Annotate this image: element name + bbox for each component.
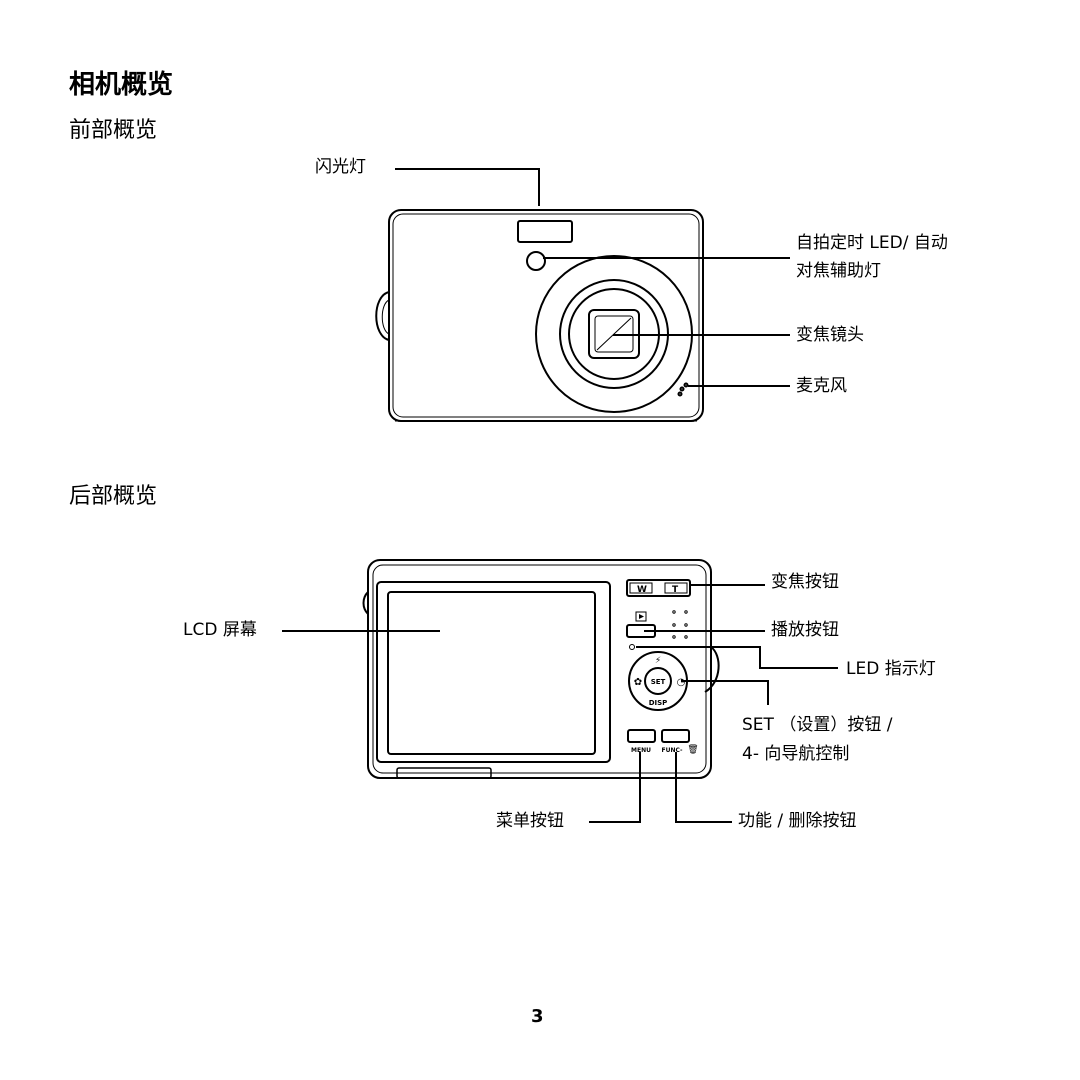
back-grip xyxy=(704,646,720,693)
self-timer-lamp xyxy=(526,251,546,271)
lcd-screen xyxy=(387,591,596,755)
menu-button xyxy=(627,729,656,743)
set-button-mark: SET xyxy=(651,678,666,686)
microphone-label: 麦克风 xyxy=(796,376,847,396)
microphone-holes xyxy=(679,386,685,392)
front-grip xyxy=(375,291,390,341)
back-callout-lines xyxy=(282,584,838,823)
page-title: 相机概览 xyxy=(69,70,174,100)
zoom-button-label: 变焦按钮 xyxy=(771,572,839,592)
lcd-frame xyxy=(376,581,611,763)
front-overview-heading: 前部概览 xyxy=(69,118,158,143)
zoom-wide-mark: W xyxy=(637,585,647,595)
front-callout-lines xyxy=(395,168,790,387)
func-delete-button-label: 功能 / 删除按钮 xyxy=(738,811,857,831)
lcd-screen-label: LCD 屏幕 xyxy=(183,620,257,640)
set-button-label-line2: 4- 向导航控制 xyxy=(742,744,850,764)
self-timer-icon: ◔ xyxy=(677,677,686,688)
zoom-tele-mark: T xyxy=(672,585,679,595)
back-overview-heading: 后部概览 xyxy=(69,484,158,509)
func-button xyxy=(661,729,690,743)
flash-window xyxy=(517,220,573,243)
led-indicator-label: LED 指示灯 xyxy=(846,659,936,679)
flash-label: 闪光灯 xyxy=(315,157,366,177)
self-timer-led-label-line2: 对焦辅助灯 xyxy=(796,261,881,281)
disp-mark: DISP xyxy=(649,699,668,707)
zoom-rocker xyxy=(626,579,691,597)
led-indicator xyxy=(629,644,635,650)
set-button-label-line1: SET （设置）按钮 / xyxy=(742,715,893,735)
flash-mode-icon: ⚡ xyxy=(655,656,661,666)
back-camera-body xyxy=(367,559,712,779)
playback-button-label: 播放按钮 xyxy=(771,620,839,640)
zoom-lens-label: 变焦镜头 xyxy=(796,325,864,345)
func-mark: FUNC- xyxy=(661,747,683,754)
playback-icon-box xyxy=(635,611,647,622)
menu-button-label: 菜单按钮 xyxy=(496,811,564,831)
self-timer-led-label-line1: 自拍定时 LED/ 自动 xyxy=(796,233,948,253)
menu-mark: MENU xyxy=(631,747,651,754)
set-button xyxy=(644,667,672,695)
page-number: 3 xyxy=(531,1006,544,1027)
play-icon xyxy=(639,614,644,619)
macro-icon: ✿ xyxy=(634,677,642,688)
trash-icon: 🗑 xyxy=(687,744,698,755)
